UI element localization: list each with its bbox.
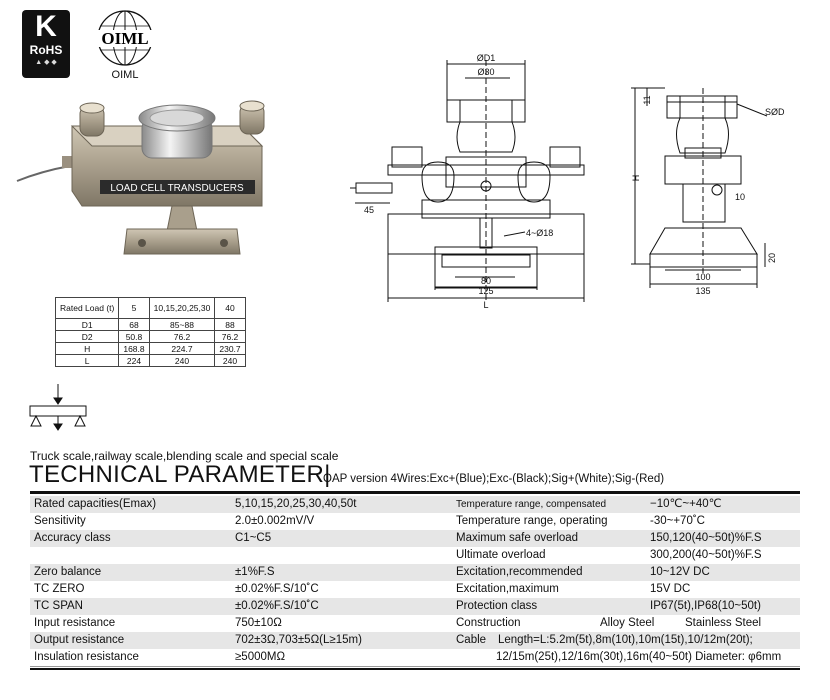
application-line: Truck scale,railway scale,blending scale… [30,449,339,463]
svg-text:SØD2: SØD2 [765,107,785,117]
load-diagram-icon [29,384,87,431]
svg-text:LOAD CELL TRANSDUCERS: LOAD CELL TRANSDUCERS [110,183,244,194]
svg-text:ØD1: ØD1 [477,53,496,63]
svg-text:OIML: OIML [101,29,148,48]
param-row: Accuracy class C1~C5 Maximum safe overlo… [30,530,800,547]
bottom-rule [30,668,800,670]
svg-text:L: L [483,300,488,310]
product-photo: LOAD CELL TRANSDUCERS [16,100,265,255]
param-row: Sensitivity 2.0±0.002mV/V Temperature ra… [30,513,800,531]
front-drawing: ØD1 Ø30 45 4~Ø18 80 125 L [350,53,585,310]
svg-text:H: H [631,175,641,182]
param-row: Ultimate overload 300,200(40~50t)%F.S [30,547,800,565]
brand-mark: ▲ ◆ ◆ [35,59,57,66]
param-row: TC ZERO ±0.02%F.S/10˚C Excitation,maximu… [30,581,800,599]
svg-text:Ø30: Ø30 [477,67,494,77]
svg-text:20: 20 [767,253,777,263]
param-row: Insulation resistance ≥5000MΩ 12/15m(25t… [30,649,800,667]
globe-icon: OIML [94,10,156,66]
param-row: Output resistance 702±3Ω,703±5Ω(L≥15m) C… [30,632,800,649]
svg-text:80: 80 [481,276,491,286]
svg-text:125: 125 [478,286,493,296]
param-row: Rated capacities(Emax) 5,10,15,20,25,30,… [30,496,800,513]
svg-text:100: 100 [695,272,710,282]
oiml-logo: OIML OIML [92,8,158,81]
param-row: TC SPAN ±0.02%F.S/10˚C Protection class … [30,598,800,615]
rohs-logo: K RoHS ▲ ◆ ◆ [22,10,70,78]
param-row: Zero balance ±1%F.S Excitation,recommend… [30,564,800,581]
svg-text:10: 10 [735,192,745,202]
wiring-note: OAP version 4Wires:Exc+(Blue);Exc-(Black… [323,473,665,485]
param-row: Input resistance 750±10Ω Construction Al… [30,615,800,633]
spec-header-row: Rated Load (t) 5 10,15,20,25,30 40 [54,297,246,319]
svg-text:135: 135 [695,286,710,296]
top-rule [30,491,800,494]
page-title: TECHNICAL PARAMETER| [29,461,331,488]
svg-text:45: 45 [364,205,374,215]
svg-text:11: 11 [642,95,652,104]
side-drawing: 11 SØD2 H 10 20 100 135 [631,87,785,296]
svg-text:4~Ø18: 4~Ø18 [526,228,553,238]
